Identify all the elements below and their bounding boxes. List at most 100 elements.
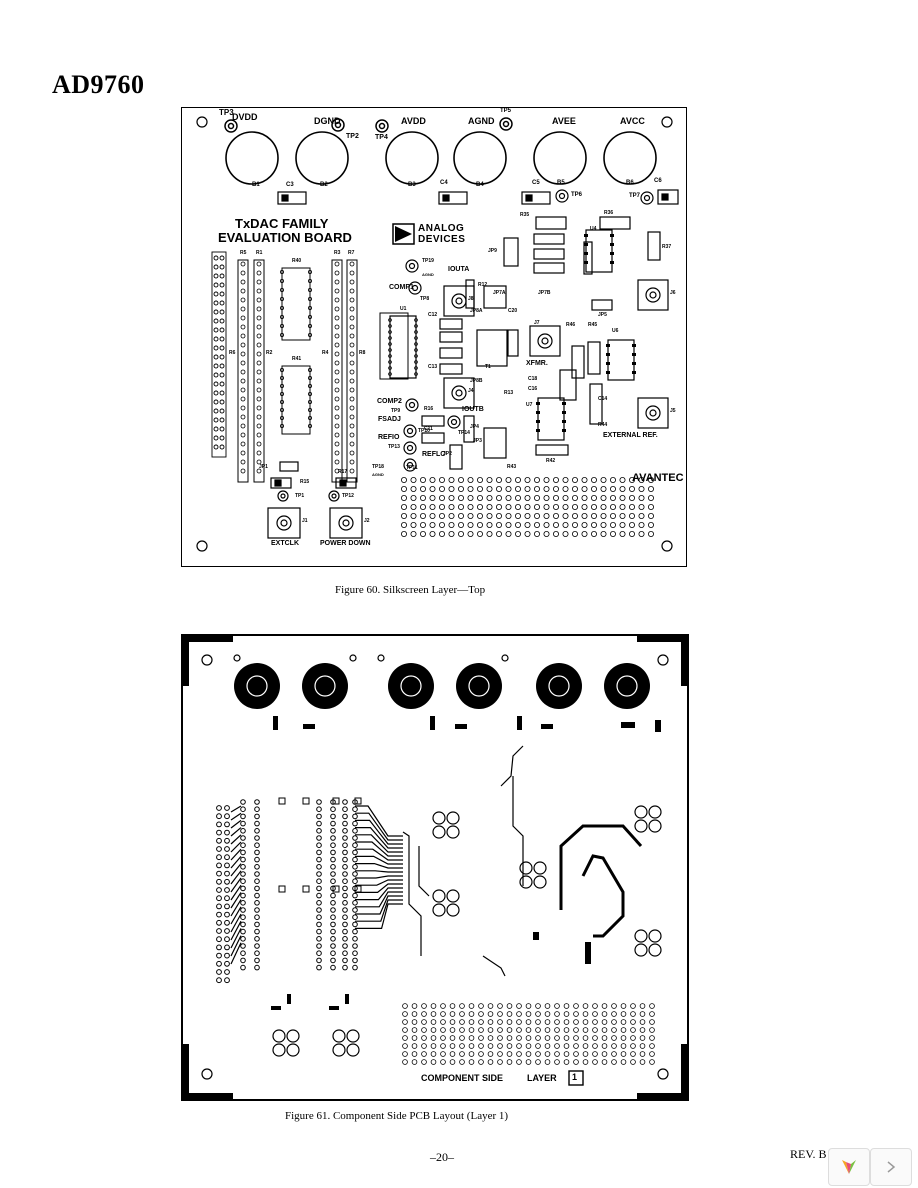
b2-label: B2 [320, 182, 328, 188]
dgnd-label: DGND [314, 116, 341, 126]
j7-label: J7 [534, 320, 540, 326]
r3-label: R3 [334, 250, 341, 256]
silkscreen-drawing [196, 116, 679, 552]
ioutb-label: IOUTB [462, 406, 484, 413]
tp13-label: TP13 [388, 444, 400, 450]
tp18-label: TP18 [372, 464, 384, 470]
tp19-label: TP19 [422, 258, 434, 264]
r5-label: R5 [240, 250, 247, 256]
r13-label: R13 [504, 390, 514, 396]
tp8-label: TP8 [420, 296, 430, 302]
xfmr-label: XFMR. [526, 360, 548, 367]
avee-label: AVEE [552, 116, 576, 126]
tp10-label: TP10 [418, 428, 430, 434]
r1-label: R1 [256, 250, 263, 256]
tp2-label: TP2 [346, 133, 359, 140]
layer-label: LAYER [527, 1073, 557, 1083]
r8-label: R8 [359, 350, 366, 356]
b5-label: B5 [557, 180, 565, 186]
r45-label: R45 [588, 322, 598, 328]
agnd-small-label: AGND [422, 272, 434, 277]
tp11-label: TP11 [406, 465, 418, 471]
r17-label: R17 [338, 469, 348, 475]
r42-label: R42 [546, 458, 556, 464]
tp14-label: TP14 [458, 430, 470, 436]
figure-60-silkscreen: TP3 DVDD DGND TP2 TP4 AVDD AGND TP5 AVEE… [181, 107, 687, 567]
tp7-label: TP7 [629, 193, 641, 199]
jp4-label: JP4 [470, 424, 479, 430]
c16-label: C16 [528, 386, 538, 392]
jp1-label: JP1 [259, 464, 268, 470]
agnd-label: AGND [468, 116, 495, 126]
r36-label: R36 [604, 210, 614, 216]
pcb-layout-drawing [183, 636, 687, 1099]
u4-label: U4 [590, 226, 597, 232]
tp5-label: TP5 [500, 108, 512, 114]
avantec-logo-label: AVANTEC [632, 472, 684, 484]
r40-label: R40 [292, 258, 302, 264]
jp8b-label: JP8B [470, 378, 483, 384]
comp1-label: COMP1 [389, 284, 414, 291]
r37-label: R37 [662, 244, 672, 250]
j4-label: J4 [468, 388, 474, 394]
figure-60-caption: Figure 60. Silkscreen Layer—Top [335, 584, 486, 596]
extclk-label: EXTCLK [271, 540, 299, 547]
c6-label: C6 [654, 178, 662, 184]
u1-label: U1 [400, 306, 407, 312]
r12-label: R12 [478, 282, 488, 288]
logo-devices-text: DEVICES [418, 234, 466, 245]
r16-label: R16 [424, 406, 434, 412]
tp12-label: TP12 [342, 493, 354, 499]
r41-label: R41 [292, 356, 302, 362]
power-down-label: POWER DOWN [320, 540, 371, 547]
document-title: AD9760 [52, 70, 145, 99]
page-number: –20– [430, 1150, 454, 1164]
b3-label: B3 [408, 182, 416, 188]
reflo-label: REFLO [422, 451, 446, 458]
j2-label: J2 [364, 518, 370, 524]
avcc-label: AVCC [620, 116, 645, 126]
avdd-label: AVDD [401, 116, 426, 126]
r46-label: R46 [566, 322, 576, 328]
next-page-button[interactable] [870, 1148, 912, 1186]
j5-label: J5 [670, 408, 676, 414]
figure-61-pcb-layout: COMPONENT SIDE LAYER 1 [181, 634, 689, 1101]
tp9-label: TP9 [391, 408, 401, 414]
r43-label: R43 [507, 464, 517, 470]
t1-label: T1 [485, 364, 491, 370]
j1-label: J1 [302, 518, 308, 524]
board-title-line-2: EVALUATION BOARD [218, 230, 352, 245]
j6-label: J6 [670, 290, 676, 296]
u7-label: U7 [526, 402, 533, 408]
viewer-logo-icon [842, 1160, 856, 1174]
r6-label: R6 [229, 350, 236, 356]
c13-label: C13 [428, 364, 438, 370]
viewer-logo-button[interactable] [828, 1148, 870, 1186]
c14-label: C14 [598, 396, 608, 402]
jp9-label: JP9 [488, 248, 497, 254]
fsadj-label: FSADJ [378, 416, 401, 423]
r15-label: R15 [300, 479, 310, 485]
b1-label: B1 [252, 182, 260, 188]
b4-label: B4 [476, 182, 484, 188]
c20-label: C20 [508, 308, 518, 314]
jp3-label: JP3 [473, 438, 482, 444]
refio-label: REFIO [378, 434, 400, 441]
tp4-label: TP4 [375, 134, 388, 141]
jp7b-label: JP7B [538, 290, 551, 296]
j8-label: J8 [468, 296, 474, 302]
dvdd-label: DVDD [232, 112, 258, 122]
c5-label: C5 [532, 180, 540, 186]
layer-number: 1 [572, 1072, 578, 1082]
c12-label: C12 [428, 312, 438, 318]
component-side-label: COMPONENT SIDE [421, 1073, 504, 1083]
c3-label: C3 [286, 182, 294, 188]
tp3-label: TP3 [219, 108, 234, 117]
c4-label: C4 [440, 180, 448, 186]
jp8a-label: JP8A [470, 308, 483, 314]
u6-label: U6 [612, 328, 619, 334]
jp7a-label: JP7A [493, 290, 506, 296]
revision-label: REV. B [790, 1147, 827, 1161]
agnd-bottom-label: AGND [372, 472, 384, 477]
r44-label: R44 [598, 422, 608, 428]
